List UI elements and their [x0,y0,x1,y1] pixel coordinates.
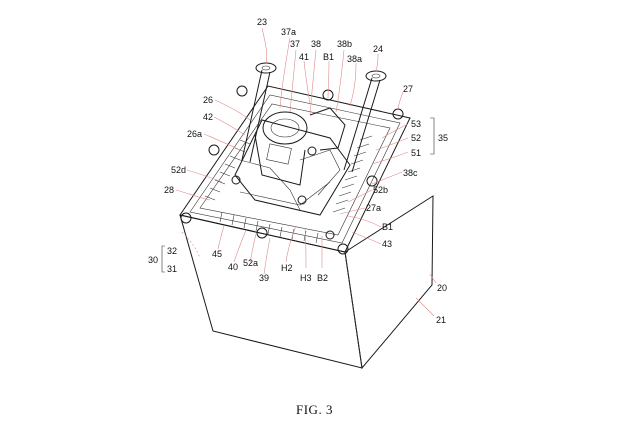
label-20: 20 [437,283,447,293]
label-38b: 38b [337,39,352,49]
label-26a: 26a [187,129,202,139]
label-41: 41 [299,52,309,62]
label-35: 35 [438,133,448,143]
label-24: 24 [373,44,383,54]
label-38c: 38c [403,168,418,178]
label-27: 27 [403,84,413,94]
label-52: 52 [411,133,421,143]
label-21: 21 [436,315,446,325]
label-26: 26 [203,95,213,105]
label-40: 40 [228,262,238,272]
label-43: 43 [382,239,392,249]
label-31: 31 [167,264,177,274]
label-51: 51 [411,148,421,158]
label-37a: 37a [281,27,296,37]
bracket-35 [430,117,435,155]
label-39: 39 [259,273,269,283]
label-H2: H2 [281,263,293,273]
label-53: 53 [411,119,421,129]
label-B1-low: B1 [382,222,393,232]
label-H3: H3 [300,273,312,283]
inner-assembly [234,107,351,216]
reference-labels: 23 24 37a 37 38 38b 41 B1 38a 27 26 42 2… [148,17,448,325]
tube-23 [241,62,277,163]
label-27a: 27a [366,203,381,213]
label-45: 45 [212,249,222,259]
tube-24 [343,70,387,173]
label-B1-top: B1 [323,52,334,62]
figure-caption: FIG. 3 [296,402,333,417]
label-37: 37 [290,39,300,49]
label-42: 42 [203,112,213,122]
leader-lines [175,27,437,317]
label-32: 32 [167,246,177,256]
label-52a: 52a [243,258,258,268]
label-38a: 38a [347,54,362,64]
label-30: 30 [148,255,158,265]
label-B2: B2 [317,273,328,283]
cover-frame [179,85,411,253]
label-23: 23 [257,17,267,27]
label-38: 38 [311,39,321,49]
label-28: 28 [164,185,174,195]
bracket-30 [161,245,165,273]
label-52d: 52d [171,165,186,175]
bolts [180,85,404,255]
label-52b: 52b [373,185,388,195]
